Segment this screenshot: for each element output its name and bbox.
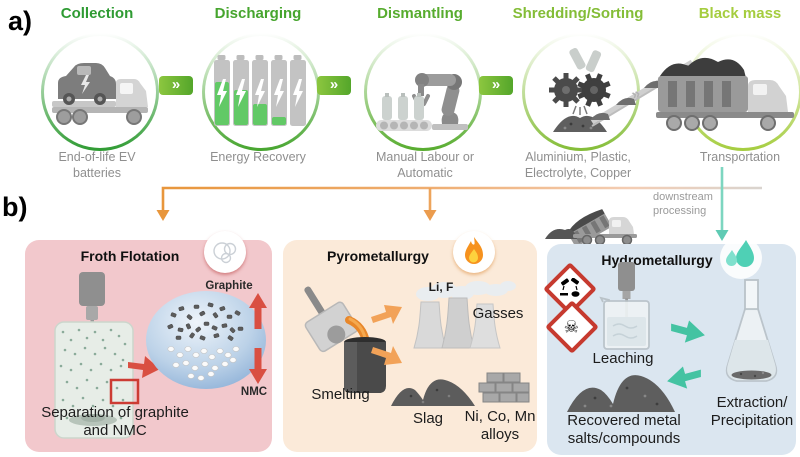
froth-caption: Separation of graphite and NMC	[41, 404, 189, 439]
chevron-icon: »	[491, 76, 501, 93]
stage-chevron-2: »	[317, 76, 351, 95]
gasses-label: Gasses	[472, 305, 524, 322]
smelting-furnace-icon	[304, 286, 386, 393]
corrosive-hazard-diamond	[543, 262, 597, 316]
flotation-cell-icon	[54, 272, 140, 439]
stage-circle-shredding	[522, 33, 640, 151]
alloys-label: Ni, Co, Mn alloys	[464, 408, 536, 443]
teal-arrow-right-down-icon	[671, 320, 705, 343]
stage-chevron-3: »	[479, 76, 513, 95]
graphite-nmc-droplet-icon	[146, 291, 266, 389]
leaching-label: Leaching	[592, 350, 654, 367]
recovered-salts-piles-icon	[567, 375, 675, 412]
ev-car-tow-truck-icon	[52, 63, 148, 125]
cooling-towers-icon	[413, 281, 516, 349]
smelting-label: Smelting	[311, 386, 370, 403]
hydrometallurgy-panel: Hydrometallurgy ☠	[543, 237, 796, 455]
froth-flotation-panel: Froth Flotation	[25, 231, 272, 452]
stage-caption-shredding: Aluminium, Plastic, Electrolyte, Copper	[524, 150, 632, 180]
bubbles-badge	[204, 231, 246, 273]
alloy-bricks-icon	[478, 372, 530, 403]
stage-caption-dismantling: Manual Labour or Automatic	[376, 150, 474, 180]
stage-caption-black-mass: Transportation	[699, 150, 781, 164]
pyrometallurgy-title: Pyrometallurgy	[327, 248, 429, 264]
graphite-label: Graphite	[205, 280, 253, 292]
flame-icon	[465, 237, 483, 264]
stage-circle-discharging	[202, 33, 320, 151]
dumping-truck-icon	[545, 209, 637, 245]
black-mass-truck-icon	[656, 57, 794, 131]
discharging-batteries-icon	[214, 55, 306, 126]
corrosive-icon	[560, 278, 580, 297]
orange-down-arrow-pyro	[423, 210, 437, 221]
skull-crossbones-icon: ☠	[564, 317, 580, 337]
teal-arrow-down-left-icon	[667, 366, 701, 389]
downstream-connector-arrows	[156, 167, 762, 241]
red-arrow-right-icon	[128, 356, 160, 378]
stage-chevron-1: »	[159, 76, 193, 95]
chevron-icon: »	[171, 76, 181, 93]
panel-a-label: a)	[8, 6, 33, 36]
downstream-processing-note: downstream processing	[653, 191, 713, 217]
chevron-icon: »	[329, 76, 339, 93]
flame-badge	[453, 231, 495, 273]
robot-arm-conveyor-icon	[376, 73, 468, 131]
orange-arrow-down-right-icon	[371, 346, 402, 365]
stage-title-dismantling: Dismantling	[377, 5, 463, 22]
orange-down-arrow-froth	[156, 210, 170, 221]
slag-label: Slag	[412, 410, 444, 427]
stage-circle-dismantling	[364, 33, 482, 151]
extraction-label: Extraction/ Precipitation	[710, 394, 794, 429]
recovered-label: Recovered metal salts/compounds	[567, 412, 681, 447]
shredder-gears-icon	[549, 48, 611, 132]
pyrometallurgy-panel: Pyrometallurgy Smelting	[283, 231, 537, 452]
froth-flotation-title: Froth Flotation	[80, 248, 180, 264]
leaching-beaker-icon	[599, 262, 650, 350]
panel-b-label: b)	[2, 192, 28, 222]
stage-title-black-mass: Black mass	[698, 5, 782, 22]
erlenmeyer-flask-icon	[725, 279, 778, 382]
bubbles-icon	[213, 242, 237, 264]
orange-arrow-up-right-icon	[371, 305, 402, 324]
stage-title-discharging: Discharging	[214, 5, 302, 22]
water-drops-icon	[720, 237, 762, 279]
stage-title-collection: Collection	[60, 5, 134, 22]
red-arrow-down-icon	[249, 348, 267, 384]
zoom-region-box	[109, 378, 140, 405]
stage-circle-collection	[41, 33, 159, 151]
slag-piles-icon	[391, 379, 475, 406]
stage-caption-collection: End-of-life EV batteries	[58, 150, 136, 180]
teal-down-arrow-hydro	[715, 230, 729, 241]
stage-caption-discharging: Energy Recovery	[210, 150, 306, 164]
toxic-hazard-diamond: ☠	[545, 300, 599, 354]
red-arrow-up-icon	[249, 293, 267, 329]
li-f-label: Li, F	[428, 280, 454, 294]
stage-title-shredding-sorting: Shredding/Sorting	[512, 5, 644, 22]
nmc-label: NMC	[240, 386, 268, 398]
